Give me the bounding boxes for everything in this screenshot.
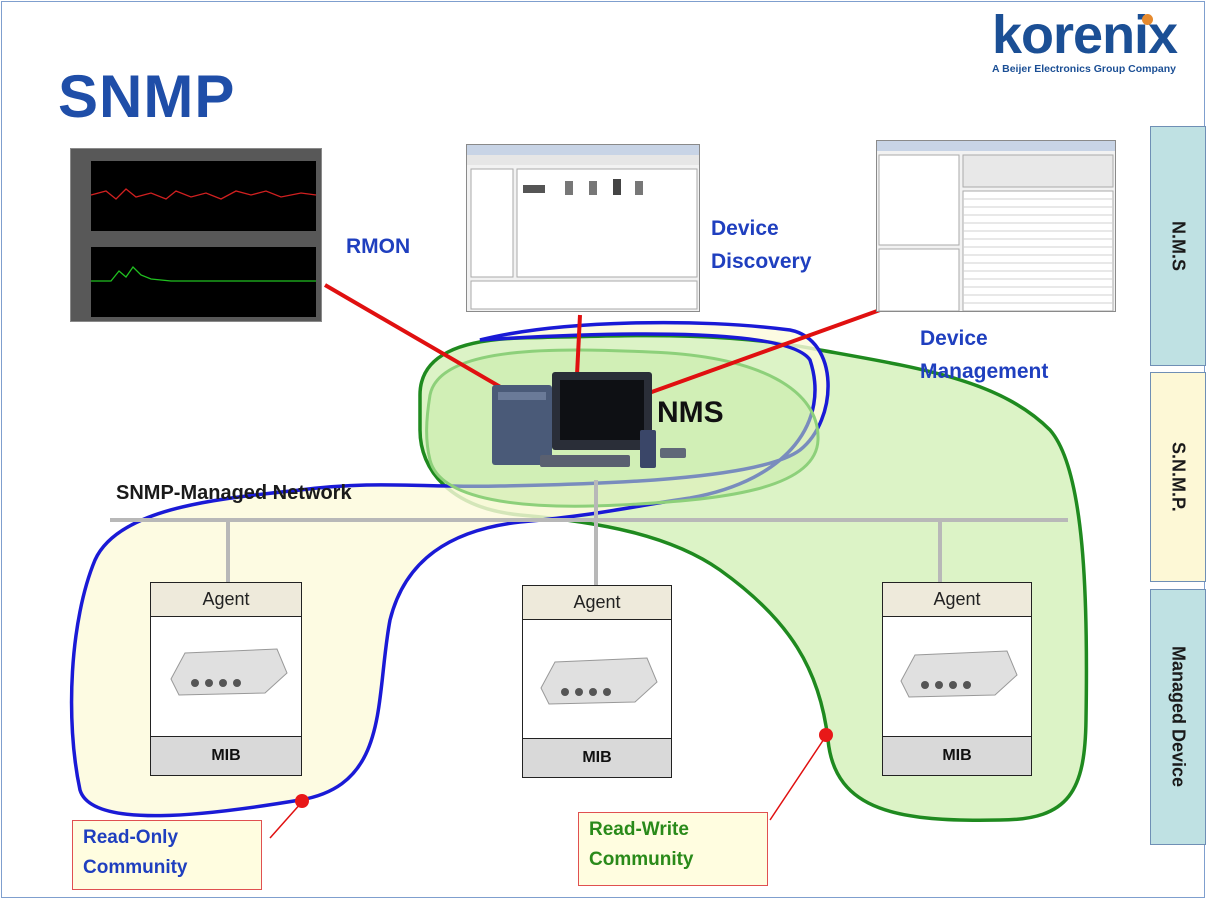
mib-label: MIB (523, 738, 671, 777)
agent-box-2: Agent MIB (522, 585, 672, 778)
device-management-label: Device Management (920, 327, 1049, 383)
agent-label: Agent (883, 583, 1031, 617)
read-only-dot (295, 794, 309, 808)
side-label-nms: N.M.S (1150, 126, 1206, 366)
slide-title: SNMP (58, 63, 236, 130)
access-point-device-icon (170, 648, 288, 696)
korenix-logo: korenix A Beijer Electronics Group Compa… (990, 5, 1195, 80)
side-label-snmp: S.N.M.P. (1150, 372, 1206, 582)
read-only-pointer (269, 801, 303, 839)
logo-dot-icon (1142, 14, 1153, 25)
access-point-device-icon (540, 657, 658, 705)
device-discovery-label: Device Discovery (711, 217, 812, 273)
network-label: SNMP-Managed Network (116, 482, 352, 504)
device-management-screenshot (876, 140, 1116, 312)
rmon-screenshot (70, 148, 322, 322)
nms-label: NMS (657, 396, 724, 429)
agent-label: Agent (523, 586, 671, 620)
side-label-managed-device: Managed Device (1150, 589, 1206, 845)
agent-label: Agent (151, 583, 301, 617)
agent-box-1: Agent MIB (150, 582, 302, 776)
access-point-device-icon (900, 650, 1018, 698)
management-link (609, 308, 881, 409)
read-write-dot (819, 728, 833, 742)
rmon-label: RMON (346, 235, 411, 258)
mib-label: MIB (883, 736, 1031, 775)
logo-tagline: A Beijer Electronics Group Company (992, 63, 1176, 75)
read-write-pointer (769, 735, 827, 821)
agent-box-3: Agent MIB (882, 582, 1032, 776)
nms-computer-icon (492, 372, 686, 468)
device-discovery-screenshot (466, 144, 700, 312)
read-only-community-callout: Read-Only Community (72, 820, 262, 890)
mib-label: MIB (151, 736, 301, 775)
read-write-community-callout: Read-Write Community (578, 812, 768, 886)
